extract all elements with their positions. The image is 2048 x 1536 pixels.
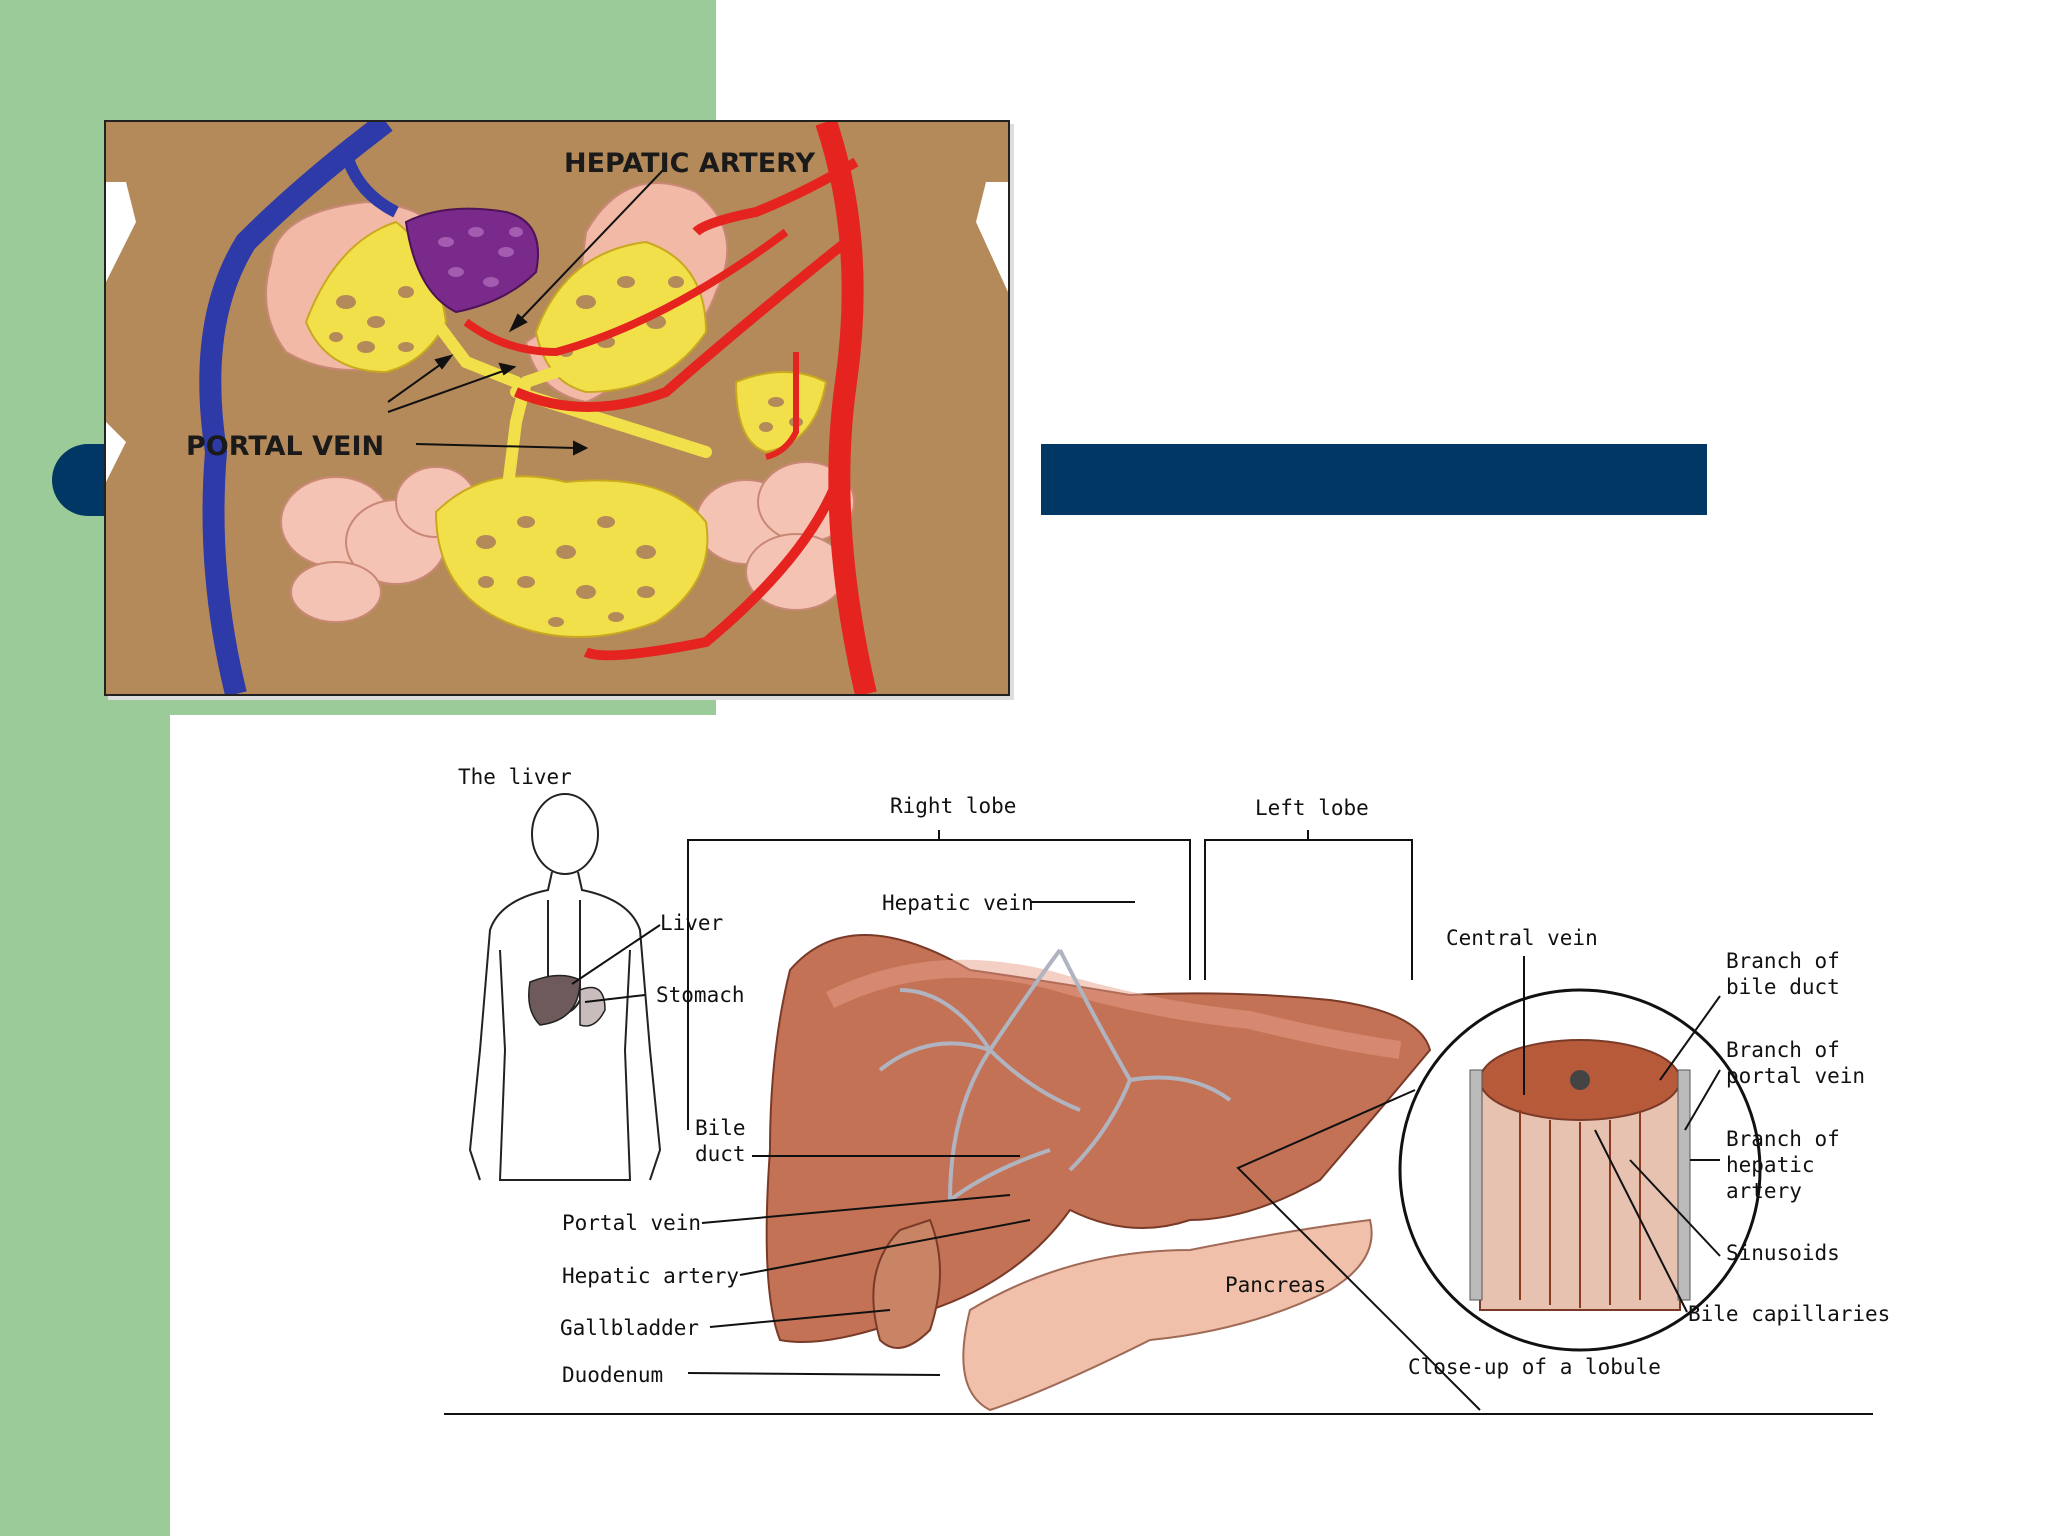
branch-hepatic-artery-label-2: hepatic bbox=[1726, 1153, 1815, 1177]
bile-duct-label-2: duct bbox=[695, 1142, 746, 1166]
branch-bile-duct-label-1: Branch of bbox=[1726, 949, 1840, 973]
mini-stomach-icon bbox=[579, 986, 606, 1027]
bile-duct-label-1: Bile bbox=[695, 1116, 746, 1140]
mini-liver-icon bbox=[528, 974, 581, 1026]
branch-hepatic-artery-label-1: Branch of bbox=[1726, 1127, 1840, 1151]
hepatic-artery-label: HEPATIC ARTERY bbox=[564, 148, 815, 179]
gallbladder-illustration bbox=[872, 1218, 941, 1349]
close-up-lobule-label: Close-up of a lobule bbox=[1408, 1355, 1661, 1379]
stomach-label: Stomach bbox=[656, 983, 745, 1007]
branch-portal-vein-label-2: portal vein bbox=[1726, 1064, 1865, 1088]
title-bar bbox=[1041, 444, 1707, 515]
portal-vein-text: Portal vein bbox=[562, 1211, 701, 1235]
the-liver-label: The liver bbox=[458, 765, 572, 789]
pancreas-label: Pancreas bbox=[1225, 1273, 1326, 1297]
gallbladder-label: Gallbladder bbox=[560, 1316, 699, 1340]
right-lobe-label: Right lobe bbox=[890, 794, 1016, 818]
hepatic-vessel-tree bbox=[878, 948, 1232, 1202]
central-vein-label: Central vein bbox=[1446, 926, 1598, 950]
portal-vein-label: PORTAL VEIN bbox=[186, 431, 384, 462]
duodenum-label: Duodenum bbox=[562, 1363, 663, 1387]
pancreas-illustration bbox=[962, 1218, 1373, 1412]
branch-bile-duct-label-2: bile duct bbox=[1726, 975, 1840, 999]
portal-circulation-illustration: HEPATIC ARTERY PORTAL VEIN bbox=[104, 120, 1010, 696]
left-lobe-label: Left lobe bbox=[1255, 796, 1369, 820]
branch-portal-vein-label-1: Branch of bbox=[1726, 1038, 1840, 1062]
bile-capillaries-label: Bile capillaries bbox=[1688, 1302, 1890, 1326]
sinusoids-label: Sinusoids bbox=[1726, 1241, 1840, 1265]
branch-hepatic-artery-label-3: artery bbox=[1726, 1179, 1802, 1203]
hepatic-artery-text: Hepatic artery bbox=[562, 1264, 739, 1288]
liver-anatomy-diagram: The liver Liver Stomach Right lobe Left … bbox=[444, 765, 1890, 1415]
liver-label: Liver bbox=[660, 911, 723, 935]
hepatic-vein-label: Hepatic vein bbox=[882, 891, 1034, 915]
